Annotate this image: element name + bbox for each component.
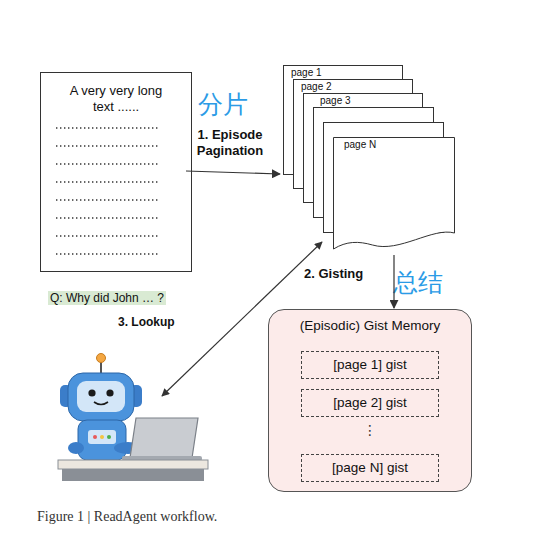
dotted-line: [56, 235, 160, 236]
desk: [58, 460, 208, 481]
dotted-line: [56, 199, 160, 200]
node-text: page 2: [301, 81, 405, 93]
robot-face: [77, 381, 125, 412]
robot-light: [107, 435, 111, 439]
node-text: [page N] gist: [304, 460, 436, 476]
text-box: A very very long text ......: [40, 72, 192, 272]
node-text: page 1: [291, 67, 395, 79]
robot-panel: [88, 430, 116, 444]
page-box: page N: [333, 137, 455, 250]
robot-eye: [106, 389, 113, 396]
chinese-annotation: 分片: [198, 90, 258, 120]
robot-mouth: [94, 402, 108, 405]
page-outline: [333, 137, 455, 250]
robot-antenna-ball: [97, 354, 106, 363]
node-text: A very very long text ......: [59, 83, 173, 115]
laptop-screen: [130, 418, 198, 458]
robot-body: [78, 420, 126, 460]
memory-box: (Episodic) Gist Memory [page 1] gist [page…: [268, 309, 472, 492]
gist-box: [page N] gist: [301, 454, 439, 482]
dotted-line: [56, 163, 160, 164]
robot-light: [93, 435, 97, 439]
chinese-annotation: 总结: [393, 268, 463, 298]
ellipsis-mark: ⋮: [355, 420, 385, 440]
node-text: [page 2] gist: [304, 395, 436, 411]
desk-top: [58, 460, 208, 469]
robot: [60, 354, 142, 461]
node-text: page 3: [320, 95, 406, 107]
figure-caption: Figure 1 | ReadAgent workflow.: [37, 508, 517, 526]
dotted-lines: [56, 128, 160, 254]
robot-light: [100, 435, 104, 439]
robot-eye: [88, 389, 95, 396]
dotted-line: [56, 217, 160, 218]
robot-head: [68, 373, 134, 421]
page-shape: [334, 138, 455, 250]
step-label: 2. Gisting: [304, 266, 384, 282]
node-text: page N: [344, 139, 444, 151]
dotted-line: [56, 181, 160, 182]
flow-arrow: [186, 171, 280, 174]
node-text: (Episodic) Gist Memory: [273, 318, 467, 334]
gist-box: [page 2] gist: [301, 389, 439, 417]
node-text: [page 1] gist: [304, 357, 436, 373]
step-label: 3. Lookup: [118, 314, 208, 330]
desk-front: [62, 469, 204, 481]
laptop: [122, 418, 202, 461]
dotted-line: [56, 145, 160, 146]
robot-arm: [68, 442, 84, 454]
question-text: Q: Why did John … ?: [48, 290, 208, 306]
gist-box: [page 1] gist: [301, 351, 439, 379]
step-label: 1. Episode Pagination: [184, 127, 276, 159]
dotted-line: [56, 127, 160, 128]
dotted-line: [56, 253, 160, 254]
